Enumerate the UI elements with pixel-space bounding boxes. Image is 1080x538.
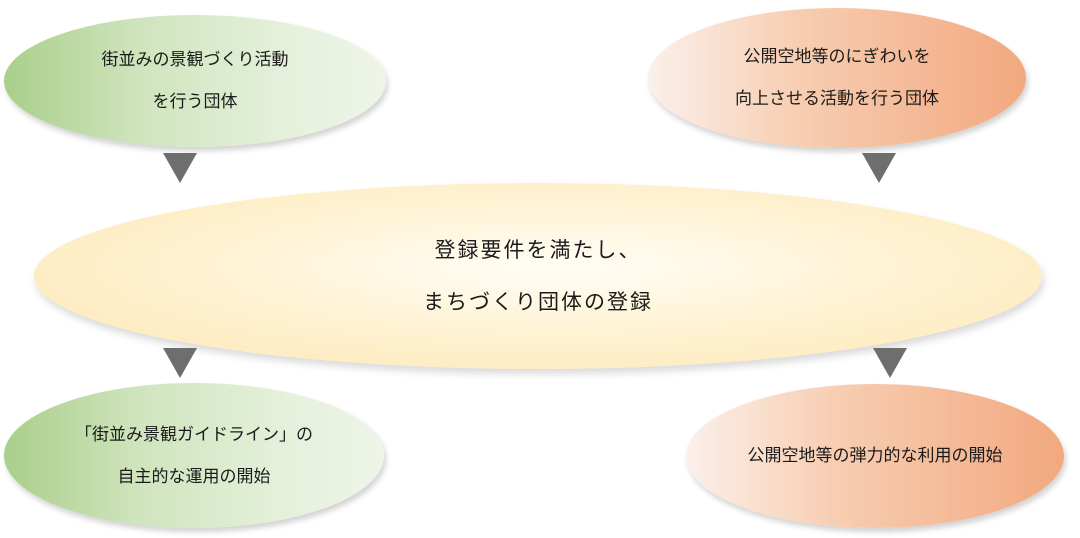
node-text-line: を行う団体 bbox=[152, 92, 238, 112]
node-open-space-flexible-use: 公開空地等の弾力的な利用の開始 bbox=[686, 384, 1064, 528]
down-arrow-icon bbox=[163, 153, 197, 183]
node-text-line: 公開空地等の弾力的な利用の開始 bbox=[747, 446, 1003, 466]
node-landscape-activity-groups: 街並みの景観づくり活動 を行う団体 bbox=[4, 15, 386, 147]
down-arrow-icon bbox=[163, 348, 197, 378]
node-text-line: 自主的な運用の開始 bbox=[117, 466, 271, 487]
node-registration: 登録要件を満たし、 まちづくり団体の登録 bbox=[34, 183, 1042, 369]
node-text-line: 向上させる活動を行う団体 bbox=[735, 89, 939, 109]
node-text-line: 公開空地等のにぎわいを bbox=[743, 47, 931, 67]
node-guideline-operation: 「街並み景観ガイドライン」の 自主的な運用の開始 bbox=[4, 383, 384, 528]
node-text-line: 街並みの景観づくり活動 bbox=[101, 50, 289, 70]
down-arrow-icon bbox=[862, 153, 896, 183]
node-text-line: まちづくり団体の登録 bbox=[423, 290, 653, 314]
node-open-space-activity-groups: 公開空地等のにぎわいを 向上させる活動を行う団体 bbox=[648, 8, 1026, 148]
down-arrow-icon bbox=[873, 348, 907, 378]
node-text-line: 「街並み景観ガイドライン」の bbox=[75, 424, 313, 445]
node-text-line: 登録要件を満たし、 bbox=[434, 238, 642, 262]
